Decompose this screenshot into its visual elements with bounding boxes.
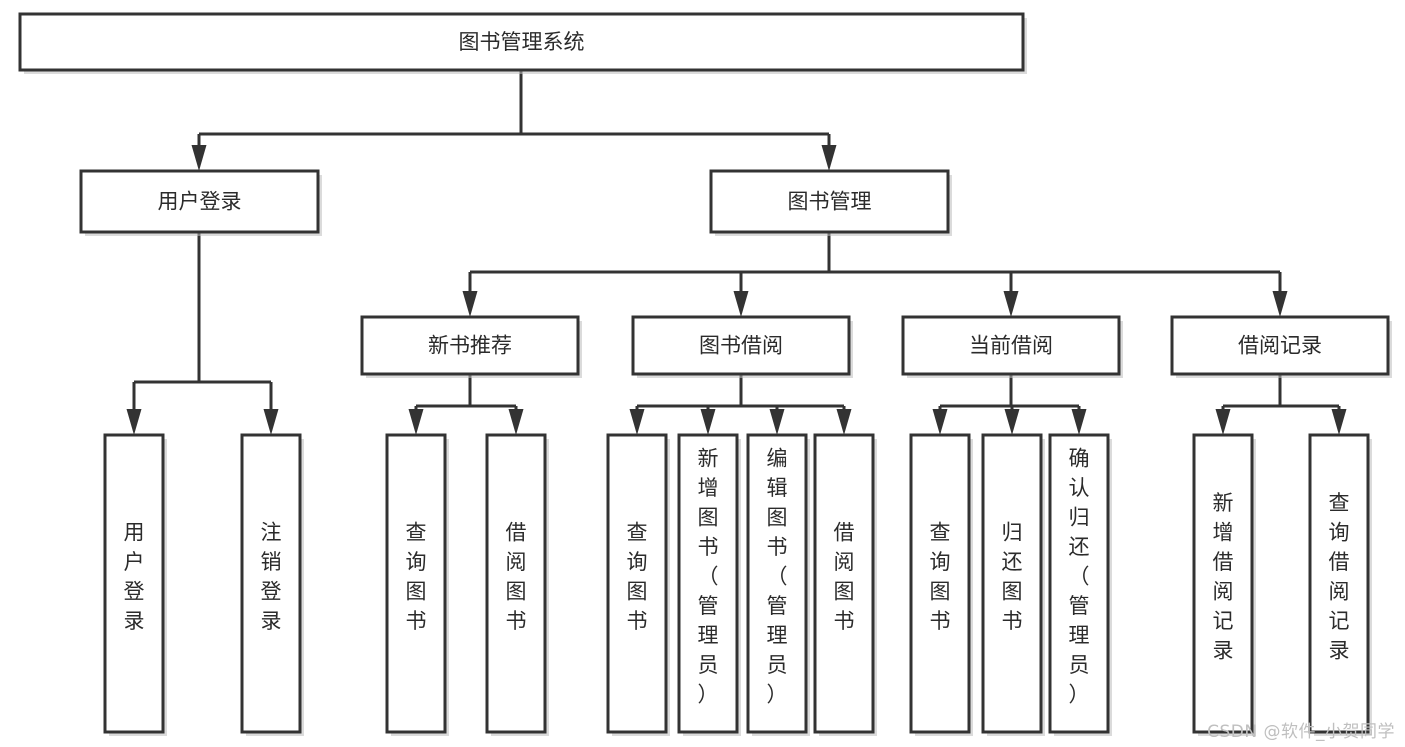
node-leaf-add-borrow-record[interactable]: 新增借阅记录 (1192, 433, 1256, 736)
node-rect[interactable] (385, 433, 447, 734)
node-label: 借阅图书 (834, 520, 855, 633)
node-rect[interactable] (103, 433, 165, 734)
arrow-head-icon (700, 409, 716, 435)
node-leaf-user-login[interactable]: 用户登录 (103, 433, 167, 736)
node-new-book-recommend[interactable]: 新书推荐 (360, 315, 582, 378)
arrow-head-icon (1331, 409, 1347, 435)
arrow-head-icon (932, 409, 948, 435)
arrow-head-icon (126, 409, 142, 435)
connector-new-book-recommend-to-leaves (408, 374, 524, 435)
arrow-head-icon (462, 291, 478, 317)
node-leaf-query-book-recommend[interactable]: 查询图书 (385, 433, 449, 736)
node-rect[interactable] (981, 433, 1043, 734)
node-borrow-records[interactable]: 借阅记录 (1170, 315, 1392, 378)
node-rect[interactable] (709, 169, 950, 234)
node-current-borrow[interactable]: 当前借阅 (901, 315, 1123, 378)
arrow-head-icon (508, 409, 524, 435)
connector-current-borrow-to-leaves (932, 374, 1087, 435)
node-label: 查询图书 (406, 520, 427, 633)
node-label: 确认归还（管理员） (1069, 447, 1090, 707)
node-leaf-user-logout[interactable]: 注销登录 (240, 433, 304, 736)
arrow-head-icon (263, 409, 279, 435)
node-leaf-borrow-book-recommend[interactable]: 借阅图书 (485, 433, 549, 736)
node-rect[interactable] (909, 433, 971, 734)
arrow-head-icon (821, 145, 837, 171)
node-rect[interactable] (813, 433, 875, 734)
node-label: 图书管理系统 (459, 30, 585, 54)
arrow-head-icon (836, 409, 852, 435)
node-rect[interactable] (360, 315, 580, 376)
node-label: 归还图书 (1002, 520, 1023, 633)
node-label: 注销登录 (261, 520, 282, 633)
node-label: 查询借阅记录 (1329, 491, 1350, 663)
node-label: 借阅图书 (506, 520, 527, 633)
connector-borrow-records-to-leaves (1215, 374, 1347, 435)
node-book-management[interactable]: 图书管理 (709, 169, 952, 236)
arrow-head-icon (1004, 409, 1020, 435)
node-rect[interactable] (631, 315, 851, 376)
node-label: 编辑图书（管理员） (767, 447, 788, 707)
node-rect[interactable] (1048, 433, 1110, 734)
node-rect[interactable] (1170, 315, 1390, 376)
arrow-head-icon (1215, 409, 1231, 435)
node-leaf-add-book[interactable]: 新增图书（管理员） (677, 433, 741, 736)
node-book-borrow[interactable]: 图书借阅 (631, 315, 853, 378)
node-label: 新增借阅记录 (1213, 491, 1234, 663)
node-rect[interactable] (1192, 433, 1254, 734)
node-label: 用户登录 (158, 190, 242, 214)
connector-book-management-to-level3 (462, 232, 1288, 317)
node-label: 图书借阅 (699, 334, 783, 358)
arrow-head-icon (1003, 291, 1019, 317)
node-rect[interactable] (1308, 433, 1370, 734)
node-rect[interactable] (606, 433, 668, 734)
node-rect[interactable] (677, 433, 739, 734)
node-rect[interactable] (18, 12, 1025, 72)
node-rect[interactable] (240, 433, 302, 734)
node-leaf-query-borrow-record[interactable]: 查询借阅记录 (1308, 433, 1372, 736)
node-leaf-confirm-return[interactable]: 确认归还（管理员） (1048, 433, 1112, 736)
connector-root-to-level2 (191, 70, 837, 171)
arrow-head-icon (769, 409, 785, 435)
node-user-login[interactable]: 用户登录 (79, 169, 322, 236)
node-label: 借阅记录 (1238, 334, 1322, 358)
node-rect[interactable] (901, 315, 1121, 376)
node-label: 当前借阅 (969, 334, 1053, 358)
connector-user-login-to-leaves (126, 232, 279, 435)
node-label: 查询图书 (930, 520, 951, 633)
arrow-head-icon (1272, 291, 1288, 317)
arrow-head-icon (191, 145, 207, 171)
node-label: 新增图书（管理员） (698, 447, 719, 707)
node-label: 新书推荐 (428, 334, 512, 358)
node-label: 图书管理 (788, 190, 872, 214)
connector-book-borrow-to-leaves (629, 374, 852, 435)
node-leaf-query-book-borrow[interactable]: 查询图书 (606, 433, 670, 736)
node-layer: 图书管理系统用户登录图书管理新书推荐图书借阅当前借阅借阅记录用户登录注销登录查询… (18, 12, 1392, 736)
connector-layer (126, 70, 1347, 435)
arrow-head-icon (733, 291, 749, 317)
arrow-head-icon (1071, 409, 1087, 435)
node-leaf-query-book-current[interactable]: 查询图书 (909, 433, 973, 736)
arrow-head-icon (629, 409, 645, 435)
node-leaf-edit-book[interactable]: 编辑图书（管理员） (746, 433, 810, 736)
node-root[interactable]: 图书管理系统 (18, 12, 1027, 74)
node-rect[interactable] (79, 169, 320, 234)
arrow-head-icon (408, 409, 424, 435)
node-rect[interactable] (746, 433, 808, 734)
csdn-watermark: CSDN @软件_小贺同学 (1207, 722, 1395, 742)
node-label: 查询图书 (627, 520, 648, 633)
node-leaf-return-book[interactable]: 归还图书 (981, 433, 1045, 736)
node-label: 用户登录 (124, 520, 145, 633)
node-rect[interactable] (485, 433, 547, 734)
node-leaf-borrow-book[interactable]: 借阅图书 (813, 433, 877, 736)
